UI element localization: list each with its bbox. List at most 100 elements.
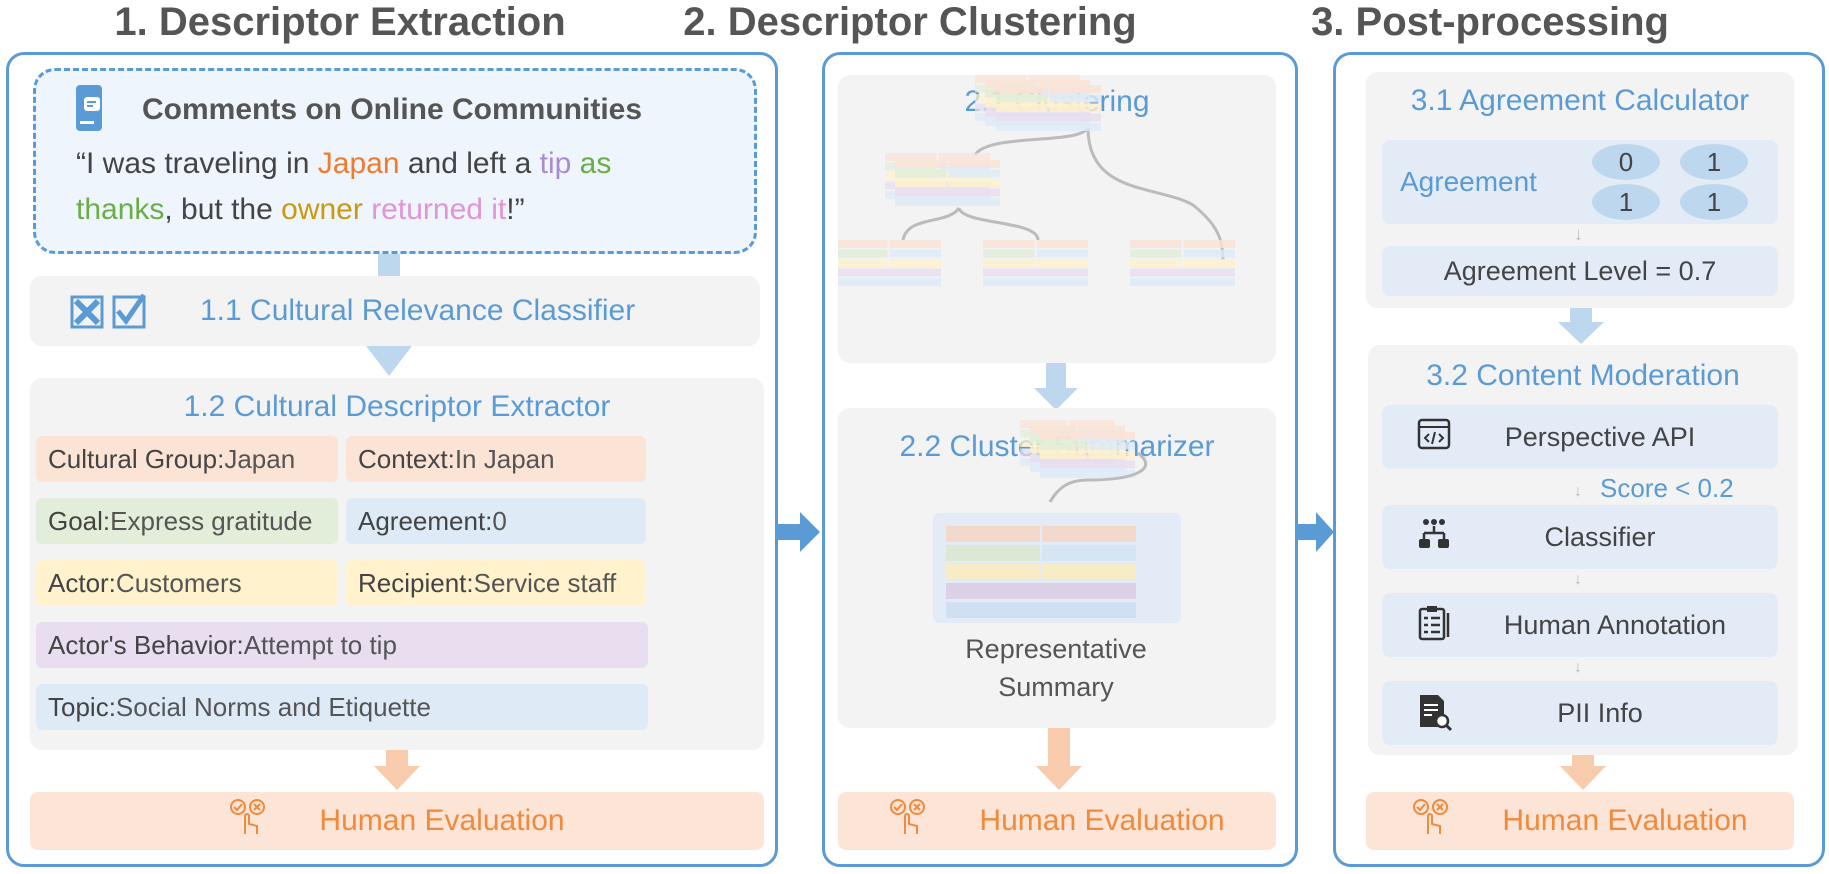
tree-edge bbox=[957, 207, 1040, 241]
small-arrow: ↓ bbox=[1574, 224, 1583, 244]
tree-edge bbox=[1048, 451, 1147, 503]
field-value: Social Norms and Etiquette bbox=[115, 691, 431, 722]
orange-arrow-stem bbox=[1048, 728, 1070, 768]
summary-line: Summary bbox=[998, 672, 1114, 702]
quote-segment: tip bbox=[539, 147, 572, 180]
relevance-classifier-box: 1.1 Cultural Relevance Classifier bbox=[30, 276, 760, 346]
cluster-summarizer-box: 2.2 Cluster Summarizer RepresentativeSum… bbox=[838, 408, 1276, 728]
flow-arrow bbox=[1570, 308, 1592, 324]
step-label: Perspective API bbox=[1504, 421, 1696, 452]
summary-row bbox=[1042, 526, 1136, 542]
field-value: Attempt to tip bbox=[243, 629, 397, 660]
flow-arrow bbox=[1046, 363, 1066, 391]
descriptor-extraction-panel bbox=[6, 52, 778, 867]
descriptor-field: Goal: Express gratitude bbox=[36, 498, 338, 544]
comment-quote: “I was traveling in Japan and left a tip… bbox=[76, 141, 716, 233]
descriptor-field: Actor: Customers bbox=[36, 560, 338, 606]
clustering-box: 2.1 Clustering bbox=[838, 75, 1276, 363]
summary-row bbox=[1042, 545, 1136, 561]
quote-segment: , but the bbox=[164, 193, 282, 226]
human-evaluation-3[interactable]: Human Evaluation bbox=[1366, 792, 1794, 850]
field-value: 0 bbox=[492, 505, 507, 536]
quote-segment: returned it bbox=[362, 193, 507, 226]
document-search-icon bbox=[1420, 695, 1453, 732]
mini-descriptor-table bbox=[895, 160, 1000, 206]
descriptor-field: Topic: Social Norms and Etiquette bbox=[36, 684, 648, 730]
panel-arrow-2 bbox=[1296, 512, 1334, 552]
quote-segment: !” bbox=[506, 193, 525, 226]
clipboard-icon bbox=[1418, 606, 1450, 641]
human-evaluation-label: Human Evaluation bbox=[979, 804, 1225, 837]
score-threshold: Score < 0.2 bbox=[1600, 473, 1734, 503]
mini-descriptor-table bbox=[996, 85, 1101, 131]
small-arrow: ↓ bbox=[1574, 483, 1582, 500]
orange-arrow-stem bbox=[386, 750, 408, 768]
tree-edge bbox=[901, 207, 961, 241]
hand-click-icon bbox=[889, 798, 929, 844]
vote-bubble: 1 bbox=[1592, 184, 1660, 220]
arrow-head bbox=[1558, 322, 1604, 344]
step-label: PII Info bbox=[1557, 697, 1643, 728]
small-arrow: ↓ bbox=[1574, 571, 1582, 588]
summary-row bbox=[946, 545, 1040, 561]
descriptor-field: Context: In Japan bbox=[346, 436, 646, 482]
field-key: Cultural Group: bbox=[48, 443, 225, 474]
field-key: Goal: bbox=[48, 505, 111, 536]
agreement-level: Agreement Level = 0.7 bbox=[1382, 246, 1778, 296]
hand-click-icon bbox=[1412, 798, 1452, 844]
field-value: Japan bbox=[224, 443, 296, 474]
step-label: Classifier bbox=[1544, 521, 1656, 552]
panel-arrow-1 bbox=[778, 512, 820, 552]
summary-diagram bbox=[933, 420, 1181, 623]
code-window-icon bbox=[1417, 418, 1451, 450]
descriptor-field: Agreement: 0 bbox=[346, 498, 646, 544]
checkbox-icons bbox=[70, 293, 147, 329]
arrow-head bbox=[1034, 388, 1078, 410]
orange-arrow bbox=[374, 766, 420, 790]
quote-segment: owner bbox=[281, 193, 363, 226]
vote-bubble: 1 bbox=[1680, 184, 1748, 220]
summary-row bbox=[946, 602, 1136, 618]
descriptor-extractor-title: 1.2 Cultural Descriptor Extractor bbox=[183, 390, 611, 423]
agreement-votes: Agreement 0 1 1 1 bbox=[1382, 140, 1778, 224]
descriptor-clustering-panel bbox=[822, 52, 1298, 867]
human-evaluation-1[interactable]: Human Evaluation bbox=[30, 792, 764, 850]
moderation-step: Human Annotation bbox=[1382, 593, 1778, 657]
summary-row bbox=[946, 564, 1040, 580]
summary-row bbox=[946, 583, 1136, 599]
field-value: Service staff bbox=[473, 567, 617, 598]
small-arrow: ↓ bbox=[1574, 659, 1582, 676]
relevance-classifier-title: 1.1 Cultural Relevance Classifier bbox=[200, 294, 636, 327]
mini-descriptor-table bbox=[1130, 240, 1235, 286]
arrow-head bbox=[366, 346, 412, 376]
agreement-label: Agreement bbox=[1400, 166, 1537, 197]
human-evaluation-2[interactable]: Human Evaluation bbox=[838, 792, 1276, 850]
field-value: Customers bbox=[115, 567, 242, 598]
vote-bubble: 0 bbox=[1592, 144, 1660, 180]
comment-source-title: Comments on Online Communities bbox=[142, 93, 643, 126]
orange-arrow bbox=[1036, 766, 1082, 790]
summary-row bbox=[946, 526, 1040, 542]
moderation-step: PII Info bbox=[1382, 681, 1778, 745]
descriptor-field: Actor's Behavior: Attempt to tip bbox=[36, 622, 648, 668]
quote-segment: and left a bbox=[399, 147, 540, 180]
moderation-step: Classifier bbox=[1382, 505, 1778, 569]
descriptor-extractor-box: 1.2 Cultural Descriptor Extractor Cultur… bbox=[30, 378, 764, 750]
field-key: Recipient: bbox=[358, 567, 474, 598]
hand-click-icon bbox=[229, 798, 269, 844]
human-evaluation-label: Human Evaluation bbox=[1502, 804, 1748, 837]
post-processing-panel bbox=[1333, 52, 1825, 867]
field-value: In Japan bbox=[454, 443, 555, 474]
hierarchy-icon bbox=[1419, 519, 1449, 548]
field-key: Actor's Behavior: bbox=[48, 629, 244, 660]
descriptor-field: Cultural Group: Japan bbox=[36, 436, 338, 482]
field-value: Express gratitude bbox=[110, 505, 313, 536]
phone-chat-icon bbox=[76, 85, 102, 131]
tree-edge bbox=[1086, 127, 1225, 261]
tree-edge bbox=[973, 126, 1090, 156]
cluster-tree-diagram bbox=[838, 75, 1235, 286]
field-key: Agreement: bbox=[358, 505, 493, 536]
quote-segment: as thanks bbox=[76, 147, 612, 226]
mini-descriptor-table bbox=[838, 240, 941, 286]
